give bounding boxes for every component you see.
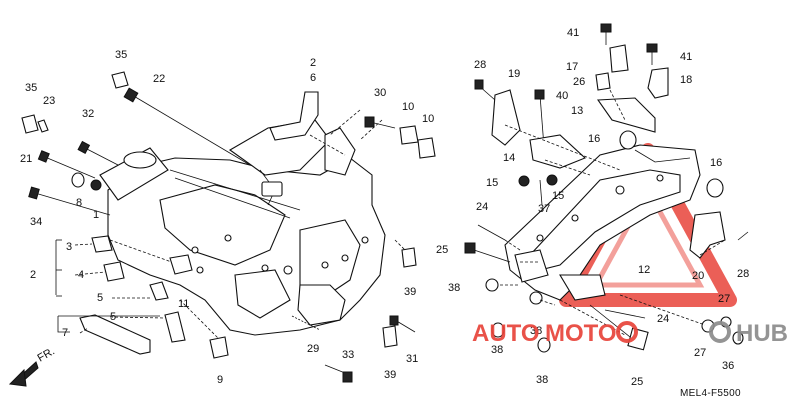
callout-28-right: 28 [737, 268, 749, 280]
callout-24-lower: 24 [657, 313, 669, 325]
callout-4: 4 [78, 269, 84, 281]
callout-31: 31 [406, 353, 418, 365]
callout-19: 19 [508, 68, 520, 80]
callout-39-upper: 39 [404, 286, 416, 298]
watermark-word-hub: HUB [736, 320, 788, 347]
callout-24-upper: 24 [476, 201, 488, 213]
callout-1: 1 [93, 209, 99, 221]
front-direction-label: FR. [36, 345, 57, 364]
callout-8: 8 [76, 197, 82, 209]
callout-28-top: 28 [474, 59, 486, 71]
callout-16-top: 16 [588, 133, 600, 145]
callout-27-bottom: 27 [694, 347, 706, 359]
left-small-parts [21, 71, 436, 383]
callout-32: 32 [82, 108, 94, 120]
callout-38-a: 38 [448, 282, 460, 294]
callout-9: 9 [217, 374, 223, 386]
callout-2-left: 2 [30, 269, 36, 281]
callout-35-left: 35 [25, 82, 37, 94]
callout-15-left: 15 [486, 177, 498, 189]
callout-15-right: 15 [552, 190, 564, 202]
callout-6: 6 [310, 72, 316, 84]
callout-5-upper: 5 [97, 292, 103, 304]
callout-41-top: 41 [567, 27, 579, 39]
callout-29: 29 [307, 343, 319, 355]
callout-25-upper: 25 [436, 244, 448, 256]
callout-33: 33 [342, 349, 354, 361]
callout-17: 17 [566, 61, 578, 73]
callout-38-b: 38 [530, 325, 542, 337]
callout-21: 21 [20, 153, 32, 165]
diagram-code: MEL4-F5500 [680, 388, 741, 399]
callout-39-lower: 39 [384, 369, 396, 381]
main-frame-body [99, 109, 406, 341]
callout-7: 7 [62, 327, 68, 339]
callout-16-right: 16 [710, 157, 722, 169]
subframe-body [504, 144, 701, 301]
right-small-parts [464, 23, 749, 353]
watermark-word-moto: MOTO [545, 320, 617, 347]
callout-37: 37 [538, 203, 550, 215]
callout-18: 18 [680, 74, 692, 86]
callout-41-right: 41 [680, 51, 692, 63]
callout-5-lower: 5 [110, 311, 116, 323]
callout-14: 14 [503, 152, 515, 164]
callout-20: 20 [692, 270, 704, 282]
callout-11: 11 [178, 298, 189, 310]
callout-34: 34 [30, 216, 42, 228]
callout-35-top: 35 [115, 49, 127, 61]
callout-23: 23 [43, 95, 55, 107]
callout-38-c: 38 [491, 344, 503, 356]
front-direction-arrow [8, 361, 39, 387]
callout-13: 13 [571, 105, 583, 117]
callout-36: 36 [722, 360, 734, 372]
callout-38-d: 38 [536, 374, 548, 386]
callout-30: 30 [374, 87, 386, 99]
watermark-word-auto: AUTO [472, 320, 540, 347]
callout-26: 26 [573, 76, 585, 88]
callout-40: 40 [556, 90, 568, 102]
callout-10-a: 10 [402, 101, 414, 113]
callout-25-lower: 25 [631, 376, 643, 388]
watermark-text: AUTO MOTO HUB [472, 320, 788, 347]
callout-12: 12 [638, 264, 650, 276]
callout-2-top: 2 [310, 57, 316, 69]
callout-27-top: 27 [718, 293, 730, 305]
callout-labels: 35 35 22 23 32 21 8 1 34 3 2 4 5 5 11 7 … [20, 27, 749, 399]
callout-10-b: 10 [422, 113, 434, 125]
callout-3: 3 [66, 241, 72, 253]
callout-22: 22 [153, 73, 165, 85]
